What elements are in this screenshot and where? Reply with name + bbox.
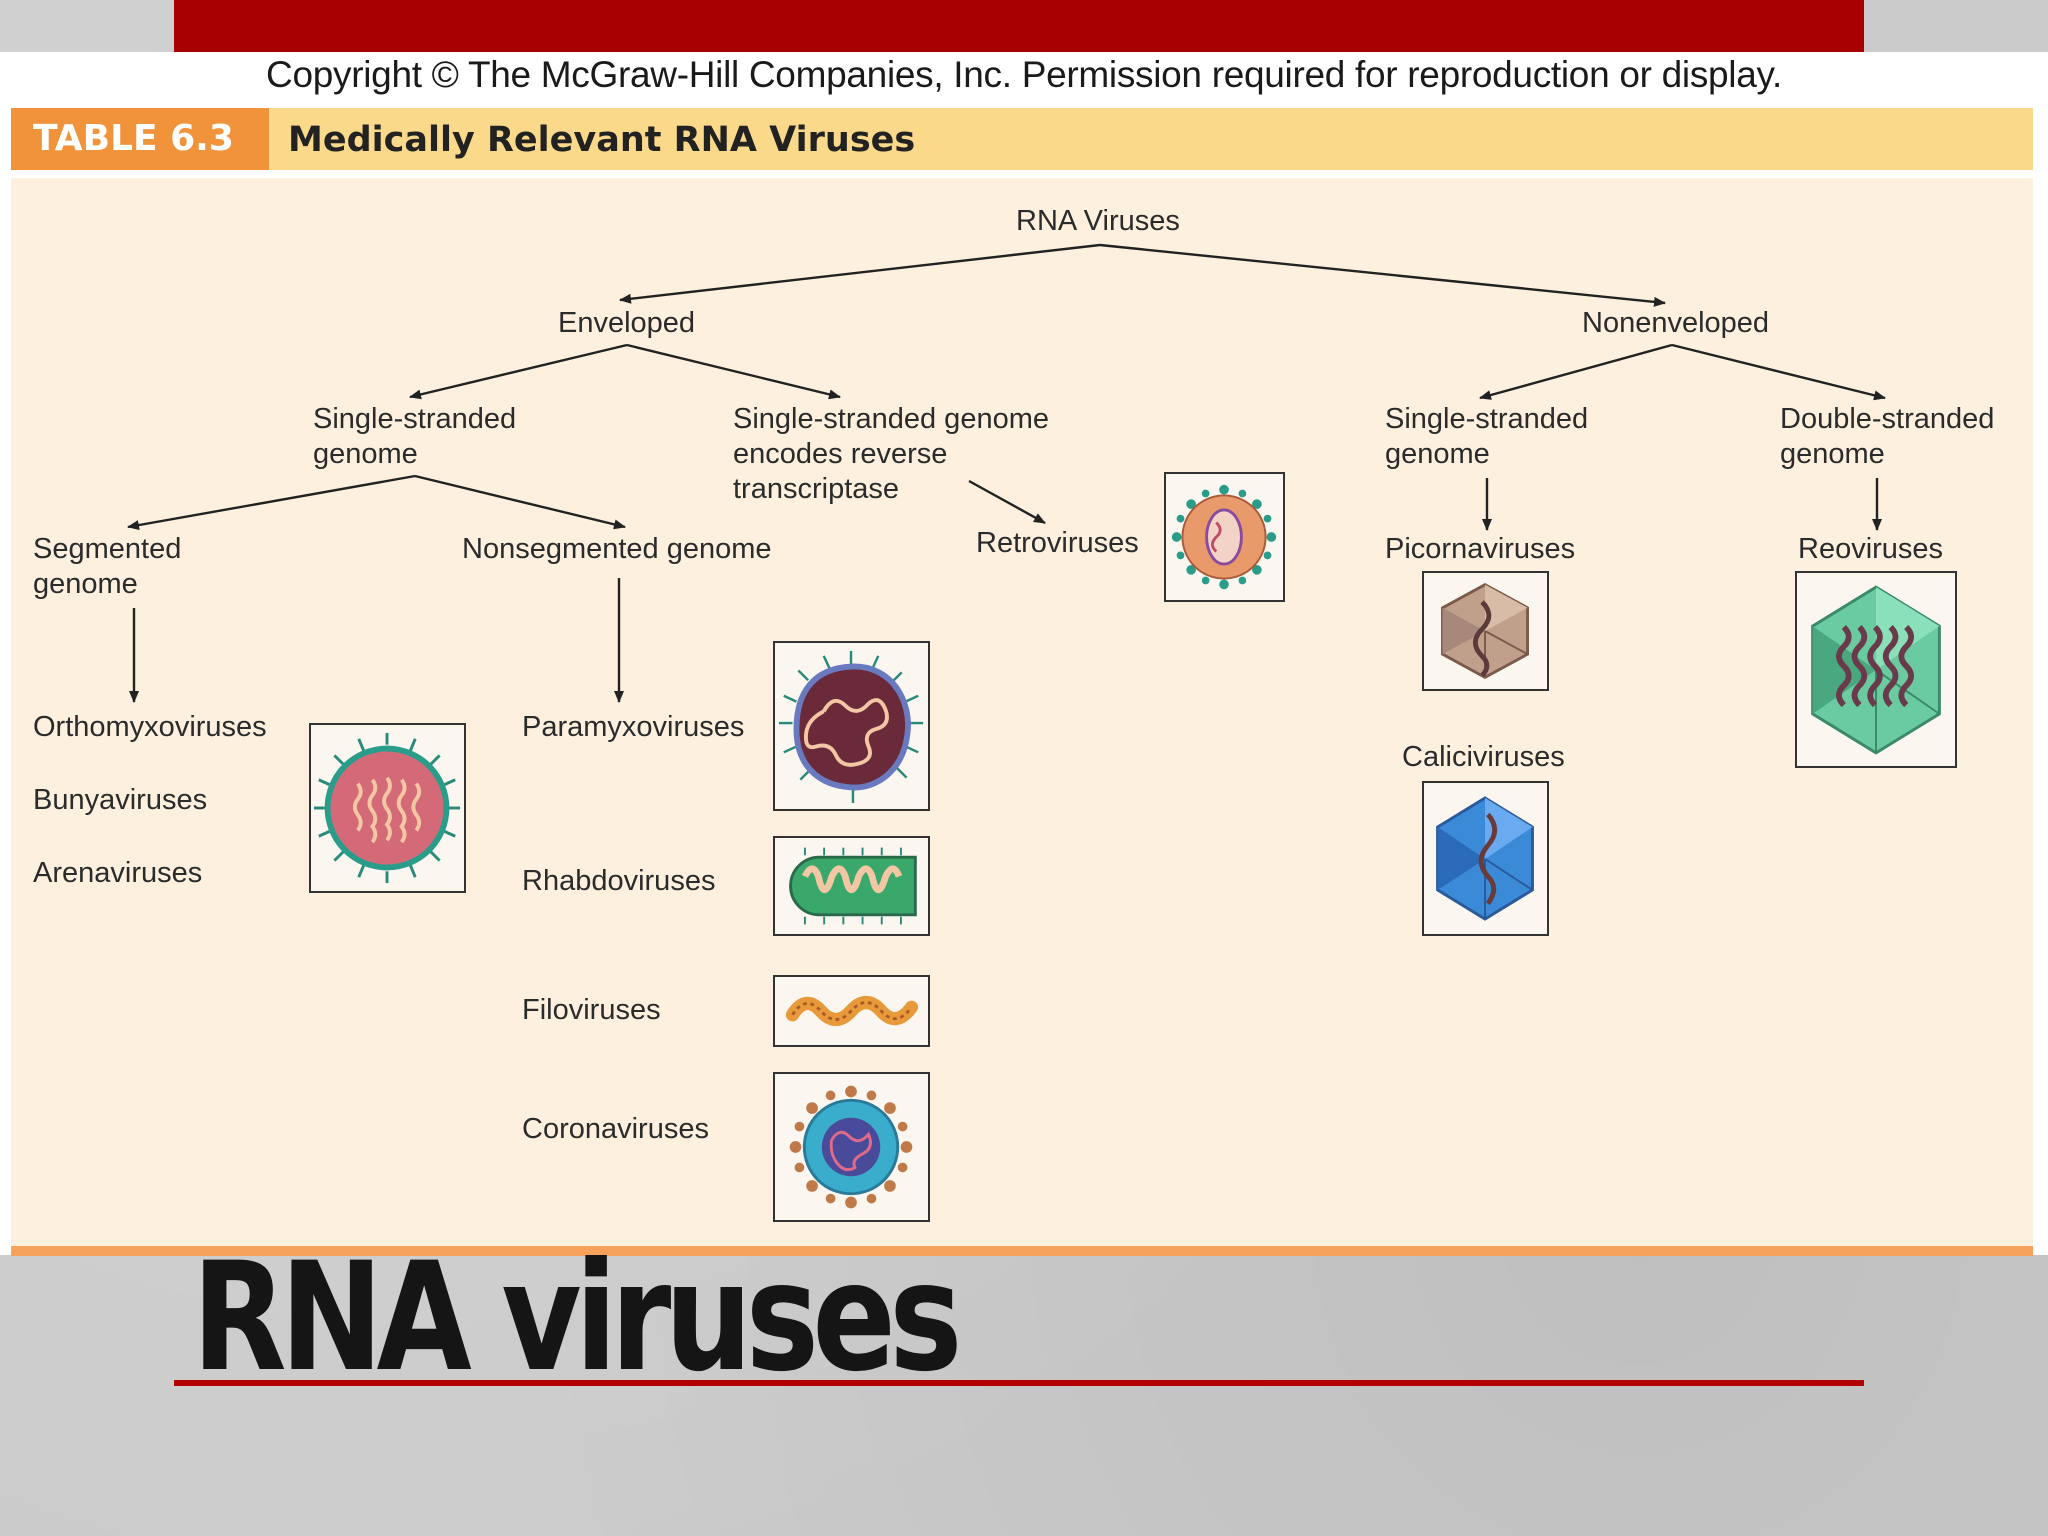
bullet-virus-icon — [789, 847, 917, 925]
family-coronaviruses: Coronaviruses — [522, 1113, 709, 1145]
family-bunyaviruses: Bunyaviruses — [33, 784, 208, 816]
node-reoviruses: Reoviruses — [1798, 533, 1944, 565]
node-segmented-genome: Segmented genome — [33, 533, 182, 600]
reovirus-illustration — [1795, 571, 1957, 768]
coronavirus-illustration — [773, 1072, 930, 1222]
title-underline — [174, 1380, 1864, 1386]
blue-icosahedron-icon — [1436, 796, 1534, 921]
family-paramyxoviruses: Paramyxoviruses — [522, 711, 745, 743]
table-header-band — [11, 108, 2033, 170]
small-icosahedron-icon — [1441, 582, 1529, 680]
diagram-panel — [11, 178, 2033, 1246]
segmented-virus-illustration — [309, 723, 466, 893]
arrow-single-to-nonsegmented — [414, 474, 626, 530]
green-icosahedron-icon — [1811, 585, 1941, 755]
family-arenaviruses: Arenaviruses — [33, 857, 203, 889]
node-picornaviruses: Picornaviruses — [1385, 533, 1576, 565]
paramyxovirus-illustration — [773, 641, 930, 811]
pleomorphic-virus-icon — [778, 650, 924, 803]
calicivirus-illustration — [1422, 781, 1549, 936]
copyright-notice: Copyright © The McGraw-Hill Companies, I… — [266, 54, 1782, 95]
slide-title: RNA viruses — [192, 1231, 962, 1405]
table-bottom-rule — [11, 1246, 2033, 1256]
table-number: TABLE 6.3 — [11, 108, 269, 170]
spiked-capsid-icon — [1171, 484, 1277, 590]
node-nonenveloped: Nonenveloped — [1582, 307, 1770, 339]
family-rhabdoviruses: Rhabdoviruses — [522, 865, 716, 897]
table-title: Medically Relevant RNA Viruses — [288, 120, 916, 160]
arrow-nonenveloped-to-double — [1671, 343, 1886, 401]
top-accent-bar — [174, 0, 1864, 52]
node-enveloped-single-stranded: Single-stranded genome — [313, 403, 517, 470]
spiked-sphere-icon — [313, 732, 461, 884]
arrow-reverse-to-retro — [968, 479, 1046, 525]
picornavirus-illustration — [1422, 571, 1549, 691]
retrovirus-illustration — [1164, 472, 1285, 602]
node-double-stranded: Double-stranded genome — [1780, 403, 1995, 470]
filament-virus-icon — [785, 995, 919, 1027]
arrow-enveloped-to-reverse — [626, 343, 841, 400]
rhabdovirus-illustration — [773, 836, 930, 936]
node-nonenveloped-single-stranded: Single-stranded genome — [1385, 403, 1589, 470]
arrow-enveloped-to-single — [409, 343, 628, 400]
node-rna-viruses: RNA Viruses — [1016, 205, 1180, 237]
filovirus-illustration — [773, 975, 930, 1047]
node-reverse-transcriptase: Single-stranded genome encodes reverse t… — [733, 403, 1049, 505]
arrow-single-to-segmented — [127, 474, 416, 530]
node-retroviruses: Retroviruses — [976, 527, 1139, 559]
crowned-sphere-icon — [789, 1085, 913, 1209]
arrow-root-to-nonenveloped — [1099, 243, 1666, 307]
arrow-nonenveloped-to-single — [1479, 343, 1673, 400]
node-nonsegmented-genome: Nonsegmented genome — [462, 533, 772, 565]
node-caliciviruses: Caliciviruses — [1402, 741, 1565, 773]
family-filoviruses: Filoviruses — [522, 994, 661, 1026]
node-enveloped: Enveloped — [558, 307, 696, 339]
arrow-root-to-enveloped — [619, 243, 1101, 304]
family-orthomyxoviruses: Orthomyxoviruses — [33, 711, 267, 743]
